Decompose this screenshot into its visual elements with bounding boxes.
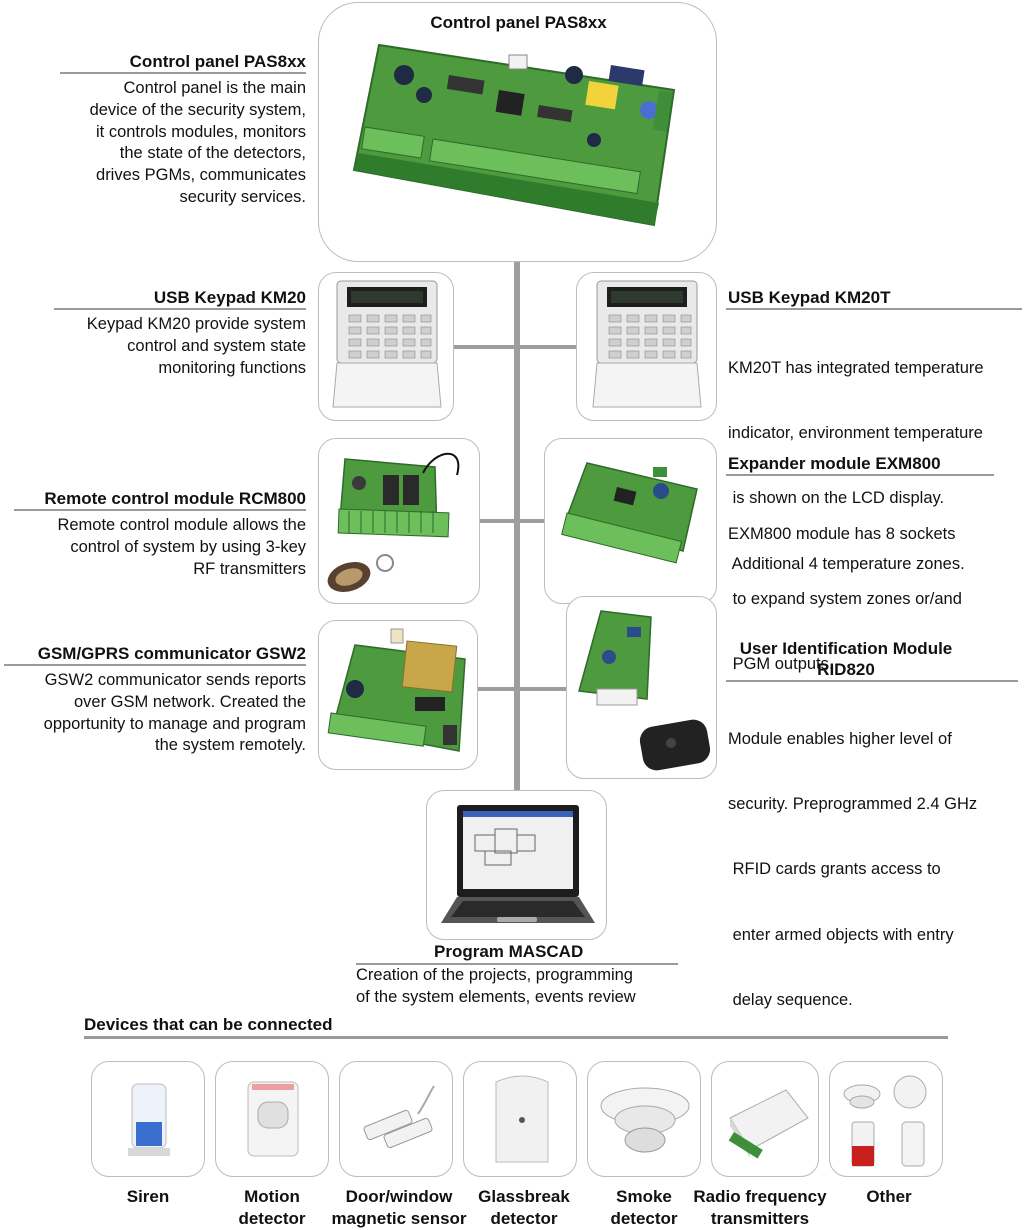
km20-title-rule (54, 308, 306, 310)
device-card-other[interactable] (829, 1061, 943, 1177)
control-panel-top-title: Control panel PAS8xx (430, 13, 607, 32)
device-card-smoke-detector[interactable] (587, 1061, 701, 1177)
glassbreak-detector-icon (495, 1075, 549, 1163)
mascad-laptop-image (441, 805, 595, 923)
rid820-module-image (578, 610, 711, 771)
km20-keypad-image (332, 280, 442, 408)
control-panel-pcb-image (352, 43, 676, 227)
rcm800-title: Remote control module RCM800 (44, 489, 306, 508)
km20t-card[interactable] (576, 272, 717, 421)
connector-rcm800 (480, 519, 515, 523)
device-card-siren[interactable] (91, 1061, 205, 1177)
gsw2-title: GSM/GPRS communicator GSW2 (37, 644, 306, 663)
rid820-title: User Identification Module RID820 (739, 639, 953, 679)
control-panel-side-title: Control panel PAS8xx (129, 52, 306, 71)
motion-detector-icon (247, 1081, 299, 1157)
control-panel-title-rule (60, 72, 306, 74)
rcm800-title-rule (14, 509, 306, 511)
rid820-description: Module enables higher level of security.… (728, 729, 978, 1010)
gsw2-module-image (327, 628, 466, 752)
radio-transmitter-icon (728, 1089, 809, 1159)
connector-km20 (453, 345, 515, 349)
km20t-title-rule (726, 308, 1022, 310)
devices-heading: Devices that can be connected (84, 1015, 333, 1034)
mascad-description: Creation of the projects, programming of… (356, 966, 636, 1006)
device-card-motion-detector[interactable] (215, 1061, 329, 1177)
gsw2-title-rule (4, 664, 306, 666)
km20t-description: KM20T has integrated temperature indicat… (728, 358, 984, 573)
control-panel-card[interactable]: Control panel PAS8xx (318, 2, 717, 262)
gsw2-card[interactable] (318, 620, 478, 770)
control-panel-description: Control panel is the main device of the … (89, 79, 306, 206)
rcm800-description: Remote control module allows the control… (57, 516, 306, 578)
exm800-card[interactable] (544, 438, 717, 604)
connector-km20t (519, 345, 577, 349)
exm800-module-image (561, 462, 698, 564)
rid820-card[interactable] (566, 596, 717, 779)
siren-icon (128, 1083, 170, 1156)
device-label-smoke-detector: Smoke detector (610, 1187, 678, 1228)
device-label-radio-transmitters: Radio frequency transmitters (693, 1187, 827, 1228)
km20-title: USB Keypad KM20 (153, 288, 306, 307)
km20t-keypad-image (592, 280, 702, 408)
devices-heading-rule (84, 1036, 948, 1039)
device-label-siren: Siren (126, 1187, 170, 1206)
exm800-title: Expander module EXM800 (728, 454, 941, 473)
rcm800-card[interactable] (318, 438, 480, 604)
rid820-title-rule (726, 680, 1018, 682)
device-label-motion-detector: Motion detector (238, 1187, 306, 1228)
km20-card[interactable] (318, 272, 454, 421)
device-label-glassbreak-detector: Glassbreak detector (478, 1187, 570, 1228)
connector-gsw2 (478, 687, 515, 691)
connector-rid820 (519, 687, 567, 691)
door-window-sensor-icon (363, 1085, 435, 1149)
device-card-glassbreak-detector[interactable] (463, 1061, 577, 1177)
km20t-title: USB Keypad KM20T (728, 288, 891, 307)
connector-exm800 (519, 519, 545, 523)
main-trunk-line (514, 262, 520, 790)
mascad-card[interactable] (426, 790, 607, 940)
other-devices-icon (843, 1075, 927, 1167)
device-label-other: Other (866, 1187, 912, 1206)
device-card-door-window-sensor[interactable] (339, 1061, 453, 1177)
exm800-title-rule (726, 474, 994, 476)
mascad-title: Program MASCAD (434, 942, 584, 961)
rcm800-module-image (327, 452, 460, 592)
device-label-door-window-sensor: Door/window magnetic sensor (331, 1187, 467, 1228)
exm800-description: EXM800 module has 8 sockets to expand sy… (728, 524, 962, 674)
smoke-detector-icon (600, 1087, 690, 1153)
km20-description: Keypad KM20 provide system control and s… (86, 315, 306, 377)
gsw2-description: GSW2 communicator sends reports over GSM… (43, 671, 306, 755)
device-card-radio-transmitters[interactable] (711, 1061, 819, 1177)
mascad-title-rule (356, 963, 678, 965)
